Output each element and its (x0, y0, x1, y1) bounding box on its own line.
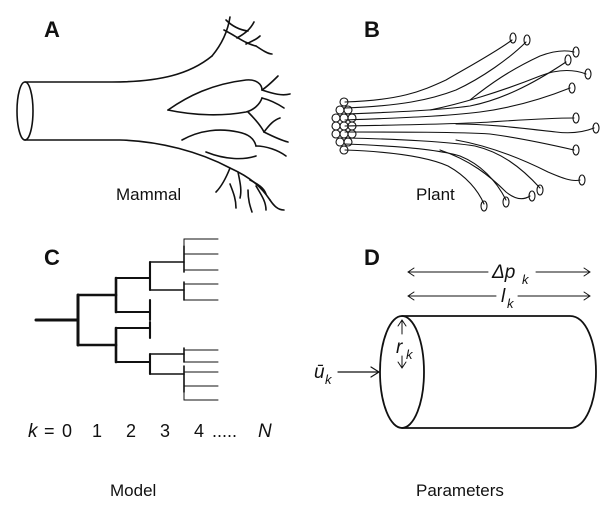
panel-a: A (16, 16, 291, 213)
velocity-subscript: k (325, 372, 333, 387)
mammal-branch-up-2 (223, 29, 257, 47)
radius-subscript: k (406, 347, 414, 362)
panel-c-caption: Model (110, 481, 156, 500)
cylinder-body (401, 315, 597, 429)
mammal-low-twig-3 (263, 117, 281, 133)
plant-tube-bundle (344, 39, 595, 205)
delta-p-arrow (407, 267, 591, 277)
tree-level-1 (76, 276, 118, 364)
radius-symbol: r (396, 337, 403, 358)
mammal-branch-up-1 (211, 16, 231, 57)
mammal-mid-lower (167, 97, 263, 116)
level-equals: = (44, 421, 55, 441)
tube-cylinder (379, 315, 597, 429)
level-4: 4 (194, 421, 204, 441)
level-n: N (258, 421, 272, 442)
mammal-branch-up-4 (236, 21, 255, 39)
mammal-mid-upper (167, 79, 263, 111)
panel-a-letter: A (44, 17, 60, 42)
mammal-bottom-4 (255, 185, 267, 211)
plant-tube-tips (480, 32, 600, 212)
panel-d-letter: D (364, 245, 380, 270)
level-0: 0 (62, 421, 72, 441)
mammal-branch-up-5 (245, 35, 261, 45)
panel-a-caption: Mammal (116, 185, 181, 204)
mammal-trunk-opening (16, 81, 34, 141)
panel-c: C (28, 238, 272, 500)
mammal-low-upper (181, 129, 257, 147)
tree-level-3 (149, 245, 185, 393)
panel-d: D Δp k l k r k (314, 245, 597, 500)
mammal-bottom-5 (247, 189, 253, 213)
length-subscript: k (507, 296, 515, 311)
mammal-bottom-7 (269, 199, 285, 211)
mammal-bottom-6 (229, 183, 237, 209)
mammal-trunk-upper-wall (24, 55, 213, 83)
mammal-bottom-3 (249, 179, 267, 195)
length-symbol: l (501, 286, 506, 307)
tree-level-0 (34, 293, 80, 347)
mammal-mid-twig-4 (261, 89, 291, 96)
plant-tube-ends (331, 97, 357, 155)
level-k-symbol: k (28, 421, 39, 442)
level-2: 2 (126, 421, 136, 441)
radius-arrow (397, 319, 407, 369)
level-dots: ..... (212, 421, 237, 441)
mammal-bottom-1 (215, 167, 231, 193)
mammal-trunk-lower-wall (24, 139, 271, 201)
mammal-vessel-drawing (16, 16, 291, 213)
mammal-branch-up-6 (255, 45, 273, 55)
delta-p-symbol: Δp (491, 262, 515, 283)
tree-level-2 (114, 260, 152, 376)
mammal-mid-twig-2 (261, 97, 285, 109)
level-3: 3 (160, 421, 170, 441)
mammal-low-lower (205, 151, 257, 160)
branching-tree (34, 238, 219, 401)
mammal-mid-twig-1 (261, 75, 279, 91)
mammal-branch-up-3 (225, 19, 249, 32)
panel-c-letter: C (44, 245, 60, 270)
mammal-low-twig-1 (255, 145, 287, 157)
plant-vessel-drawing (331, 32, 600, 212)
mammal-low-twig-2 (263, 131, 289, 143)
panel-b-caption: Plant (416, 185, 455, 204)
panel-b-letter: B (364, 17, 380, 42)
delta-p-subscript: k (522, 272, 530, 287)
level-axis: k = 0 1 2 3 4 ..... N (28, 421, 272, 442)
mammal-bottom-2 (237, 171, 242, 199)
mammal-mid-twig-3 (247, 111, 265, 133)
velocity-arrow (337, 366, 380, 378)
tree-level-4 (183, 238, 219, 401)
panel-d-caption: Parameters (416, 481, 504, 500)
panel-b: B (331, 17, 600, 212)
length-arrow (407, 291, 591, 301)
velocity-symbol: ū (314, 362, 325, 383)
level-1: 1 (92, 421, 102, 441)
